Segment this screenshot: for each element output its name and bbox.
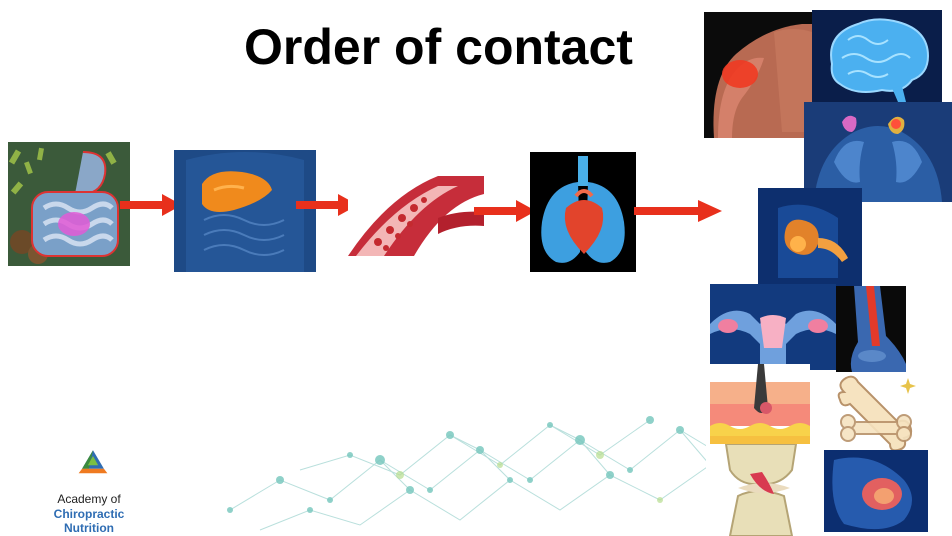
heart-lungs-image [530,152,636,272]
shoulder-muscle-image [704,12,812,138]
intestines-image [8,142,130,266]
arrow-right-icon [474,200,536,222]
slide-title: Order of contact [244,19,633,75]
molecule-network-decoration [227,416,763,531]
brain-image [812,10,942,102]
skin-image [710,364,810,446]
uterus-image [710,284,836,370]
ankle-tendon-image [836,286,906,372]
prostate-image [758,188,862,286]
bone-icon [834,372,920,452]
hip-joint-image [824,450,928,532]
academy-logo [78,450,108,474]
thyroid-image [804,102,952,202]
logo-text-line1: Academy of [57,492,121,506]
arrow-right-icon [120,194,182,216]
logo-text-line2: Chiropractic Nutrition [53,507,125,535]
blood-vessel-image [348,168,484,256]
knee-joint-image [706,444,824,536]
liver-image [174,150,316,272]
arrow-right-icon [634,200,722,222]
